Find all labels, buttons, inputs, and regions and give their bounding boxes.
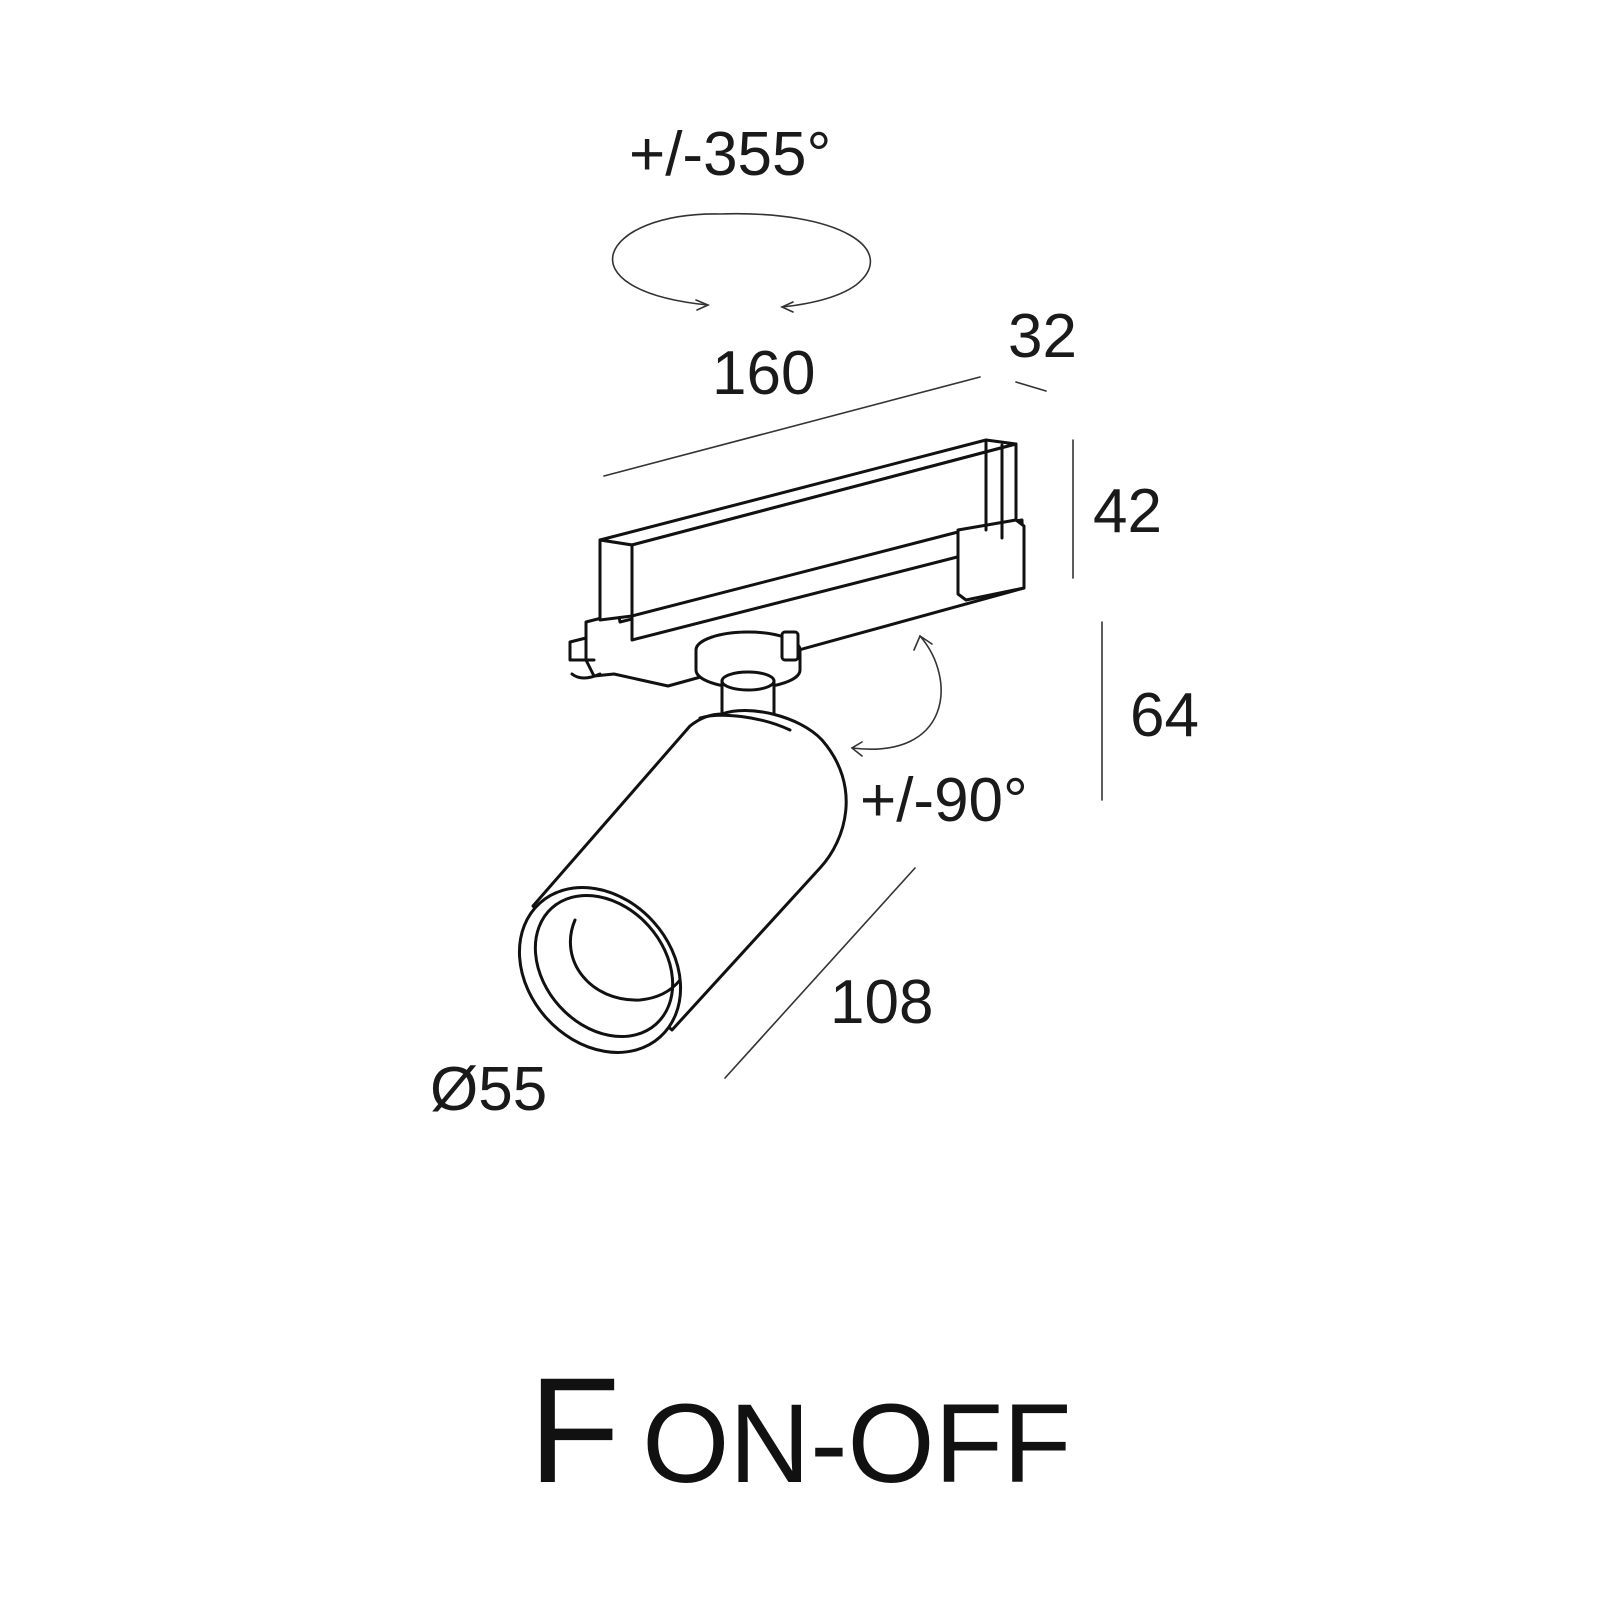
rotation-label: +/-355° bbox=[629, 120, 832, 189]
dimension-line-length bbox=[603, 376, 981, 477]
diameter-label: Ø55 bbox=[430, 1055, 548, 1124]
length-label: 160 bbox=[712, 339, 816, 408]
adapter-height-label: 42 bbox=[1093, 477, 1162, 546]
drop-height-label: 64 bbox=[1130, 681, 1199, 750]
tilt-arrow bbox=[850, 634, 942, 757]
body-length-label: 108 bbox=[830, 968, 934, 1037]
dimension-line-width bbox=[1015, 381, 1047, 392]
tilt-label: +/-90° bbox=[860, 766, 1028, 835]
spotlight-body bbox=[517, 709, 848, 1054]
product-letter: F bbox=[528, 1346, 621, 1514]
width-label: 32 bbox=[1008, 302, 1077, 371]
product-mode: ON-OFF bbox=[642, 1381, 1072, 1506]
track-adapter bbox=[568, 438, 1026, 688]
dimension-line-body-length bbox=[724, 867, 916, 1079]
rotation-arrow-horizontal bbox=[611, 212, 871, 313]
